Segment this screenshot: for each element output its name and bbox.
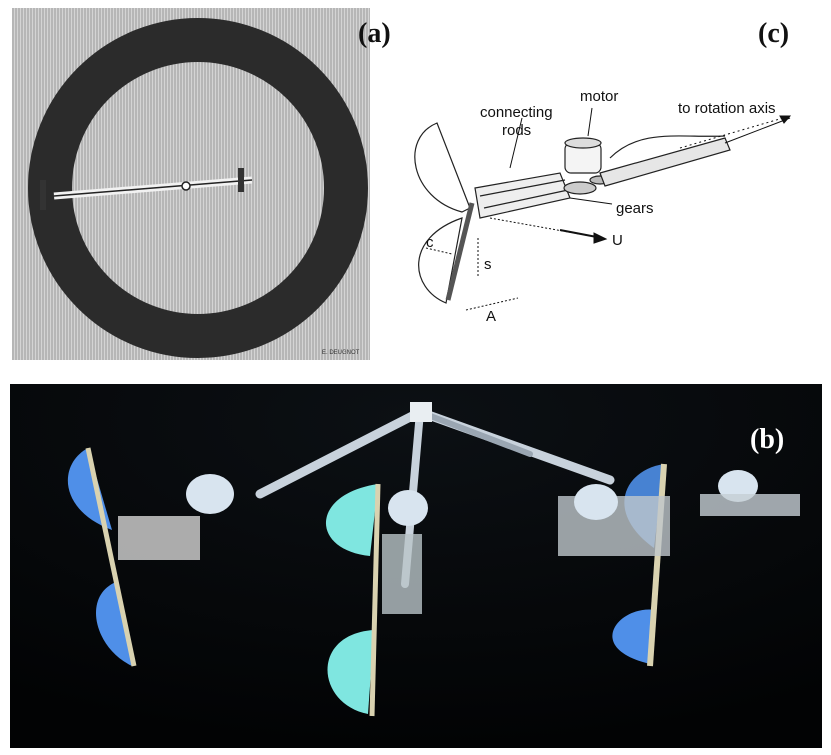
callout-velocity: U [612,232,623,249]
chord-arrow [425,247,453,255]
panel-c-schematic: (c) connecting rods motor to rotation ax… [380,8,820,360]
rotation-axis-line [679,115,791,149]
panel-a-engraving: E. DEUGNOT (a) [12,8,391,360]
panel-b-label: (b) [750,424,785,455]
panel-b-photograph: (b) [10,384,822,748]
engraver-signature: E. DEUGNOT [322,350,360,356]
callout-rods: rods [502,122,532,139]
callout-connecting: connecting [480,104,553,121]
motor-pointer [587,107,593,137]
central-hub [410,402,432,422]
amplitude-arrow [465,297,519,311]
panel-c-label: (c) [758,18,790,49]
motor [564,137,602,174]
rotating-arm [40,168,253,210]
wing-spar [445,202,475,301]
gears-pointer [569,197,613,205]
callout-span: s [484,256,492,273]
wing-assembly-left [67,447,234,667]
wing-assembly-right [558,463,800,667]
callout-motor: motor [580,88,619,105]
lower-wing [418,217,463,304]
engraving-illustration: E. DEUGNOT [12,8,370,360]
wing-assembly-middle [325,483,428,717]
callout-rotation-axis: to rotation axis [678,100,776,117]
rotation-axis-arrow [724,117,791,144]
upper-wing [414,122,471,213]
rig-photograph [10,384,822,748]
connecting-rods [474,172,571,219]
callout-chord: c [426,234,434,251]
rods-pointer [509,117,523,169]
panel-a-label: (a) [358,18,391,49]
circular-track-ring [28,18,368,358]
support-arm [599,137,731,187]
velocity-arrow-dotted [489,217,603,239]
callout-amplitude: A [486,308,497,325]
callout-gears: gears [616,200,654,217]
cable [609,135,726,159]
mechanism-schematic [414,107,792,311]
